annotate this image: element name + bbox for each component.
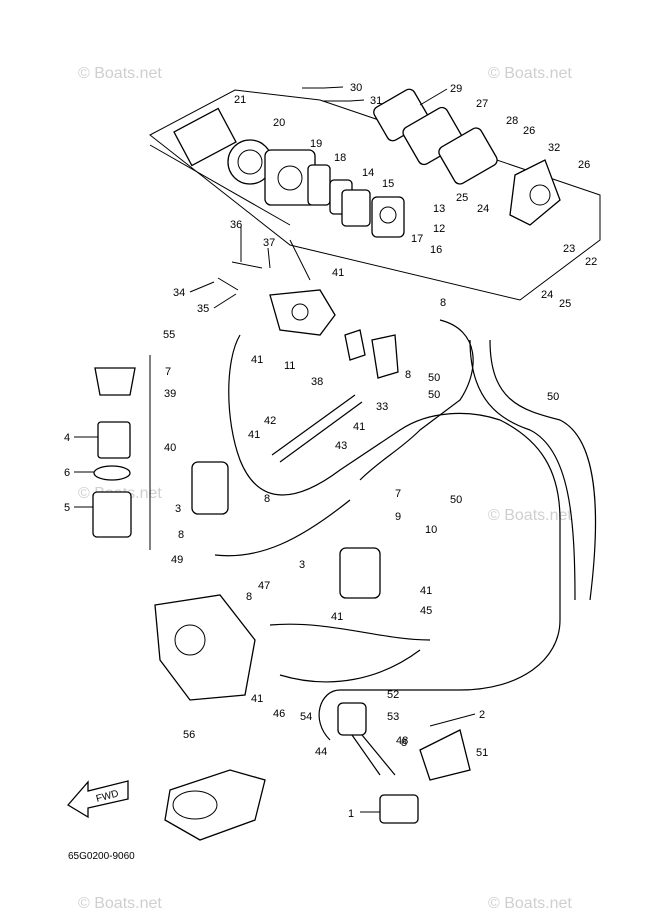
callout-34: 34 [173, 287, 185, 299]
callout-41: 41 [353, 421, 365, 433]
callout-53: 53 [387, 711, 399, 723]
center-pump-assembly [217, 261, 399, 379]
callout-43: 43 [335, 440, 347, 452]
callout-26: 26 [578, 159, 590, 171]
callout-25: 25 [559, 298, 571, 310]
callout-31: 31 [370, 95, 382, 107]
callout-21: 21 [234, 94, 246, 106]
callout-33: 33 [376, 401, 388, 413]
callout-38: 38 [311, 376, 323, 388]
callout-8: 8 [178, 529, 184, 541]
callout-8: 8 [264, 493, 270, 505]
callout-8: 8 [246, 591, 252, 603]
callout-41: 41 [420, 585, 432, 597]
fuel-filter-3-upper [191, 461, 229, 515]
callout-54: 54 [300, 711, 312, 723]
callout-40: 40 [164, 442, 176, 454]
callout-7: 7 [395, 488, 401, 500]
callout-56: 56 [183, 729, 195, 741]
diagram-code: 65G0200-9060 [68, 851, 135, 862]
callout-5: 5 [64, 502, 70, 514]
leader-lines [74, 86, 476, 813]
callout-44: 44 [315, 746, 327, 758]
callout-1: 1 [348, 808, 354, 820]
callout-28: 28 [506, 115, 518, 127]
callout-18: 18 [334, 152, 346, 164]
callout-55: 55 [163, 329, 175, 341]
callout-8: 8 [401, 737, 407, 749]
callout-25: 25 [456, 192, 468, 204]
callout-37: 37 [263, 237, 275, 249]
callout-13: 13 [433, 203, 445, 215]
fuel-filter-stack [92, 355, 151, 550]
callout-35: 35 [197, 303, 209, 315]
callout-3: 3 [299, 559, 305, 571]
callout-32: 32 [548, 142, 560, 154]
callout-7: 7 [165, 366, 171, 378]
callout-51: 51 [476, 747, 488, 759]
callout-30: 30 [350, 82, 362, 94]
fuel-hoses [214, 319, 597, 741]
callout-26: 26 [523, 125, 535, 137]
callout-16: 16 [430, 244, 442, 256]
callout-41: 41 [248, 429, 260, 441]
callout-24: 24 [477, 203, 489, 215]
callout-50: 50 [547, 391, 559, 403]
callout-24: 24 [541, 289, 553, 301]
callout-45: 45 [420, 605, 432, 617]
callout-labels: 1 2 3 3 4 5 6 7 7 8 8 8 8 8 8 9 10 11 12… [64, 82, 597, 820]
callout-10: 10 [425, 524, 437, 536]
callout-11: 11 [284, 360, 295, 372]
callout-2: 2 [479, 709, 485, 721]
callout-23: 23 [563, 243, 575, 255]
callout-19: 19 [310, 138, 322, 150]
callout-39: 39 [164, 388, 176, 400]
callout-41: 41 [251, 354, 263, 366]
callout-49: 49 [171, 554, 183, 566]
callout-20: 20 [273, 117, 285, 129]
carburetor-assembly [154, 594, 256, 701]
bracket [419, 729, 471, 781]
callout-50: 50 [428, 372, 440, 384]
callout-8: 8 [405, 369, 411, 381]
callout-41: 41 [331, 611, 343, 623]
callout-15: 15 [382, 178, 394, 190]
watermark: © Boats.net [488, 507, 572, 524]
callout-3: 3 [175, 503, 181, 515]
callout-9: 9 [395, 511, 401, 523]
callout-48: 48 [396, 735, 408, 747]
fuel-connector [379, 794, 419, 824]
callout-27: 27 [476, 98, 488, 110]
callout-41: 41 [332, 267, 344, 279]
callout-29: 29 [450, 83, 462, 95]
callout-41: 41 [251, 693, 263, 705]
fuel-filter-3-lower [339, 547, 381, 599]
callout-46: 46 [273, 708, 285, 720]
fuel-tank-cover [164, 769, 266, 841]
watermark: © Boats.net [78, 895, 162, 912]
callout-50: 50 [450, 494, 462, 506]
callout-50: 50 [428, 389, 440, 401]
callout-36: 36 [230, 219, 242, 231]
watermark: © Boats.net [488, 65, 572, 82]
callout-4: 4 [64, 432, 70, 444]
callout-8: 8 [440, 297, 446, 309]
watermark: © Boats.net [78, 65, 162, 82]
callout-52: 52 [387, 689, 399, 701]
callout-14: 14 [362, 167, 374, 179]
fuel-pump-exploded-view [149, 87, 601, 301]
callout-6: 6 [64, 467, 70, 479]
callout-47: 47 [258, 580, 270, 592]
primer-pump [337, 702, 396, 776]
callout-42: 42 [264, 415, 276, 427]
forward-arrow-icon: FWD [67, 780, 129, 819]
fuel-line-42-43 [271, 394, 363, 463]
callout-17: 17 [411, 233, 423, 245]
watermark: © Boats.net [488, 895, 572, 912]
callout-22: 22 [585, 256, 597, 268]
callout-12: 12 [433, 223, 445, 235]
